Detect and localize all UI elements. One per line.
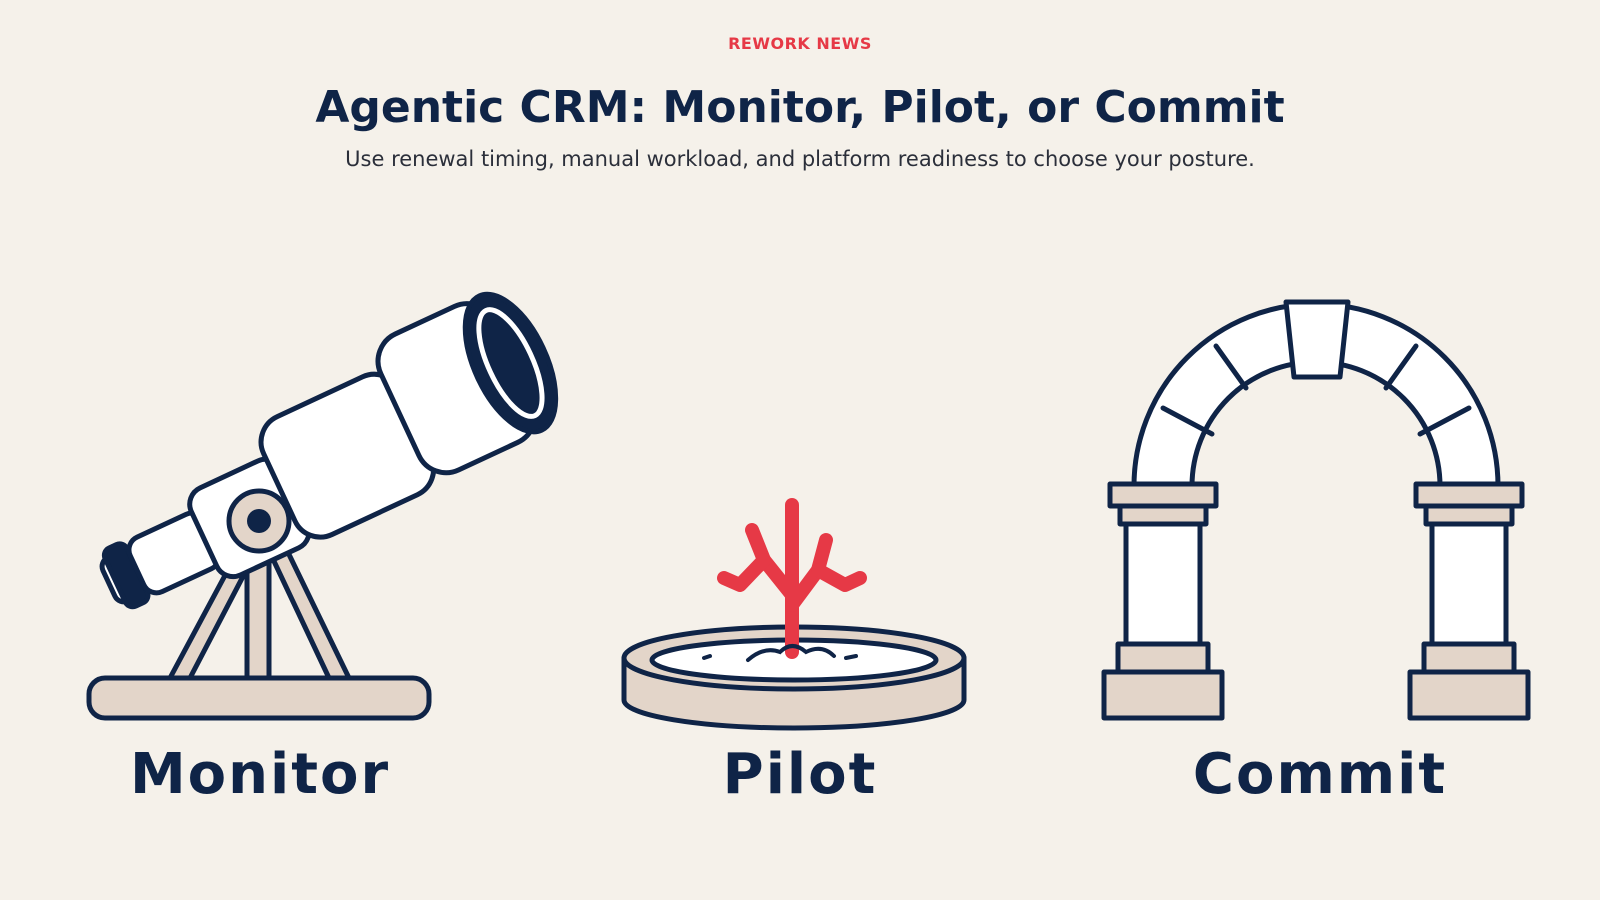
stone-arch-icon	[1101, 299, 1531, 721]
option-label-commit: Commit	[1192, 742, 1448, 807]
eyebrow-label: REWORK NEWS	[728, 34, 872, 53]
option-label-pilot: Pilot	[722, 742, 878, 807]
option-label-monitor: Monitor	[129, 742, 391, 807]
telescope-icon	[86, 291, 559, 721]
coral-sprout-in-tray-icon	[621, 498, 967, 731]
page-subtitle: Use renewal timing, manual workload, and…	[345, 147, 1255, 171]
page-title: Agentic CRM: Monitor, Pilot, or Commit	[315, 82, 1285, 133]
